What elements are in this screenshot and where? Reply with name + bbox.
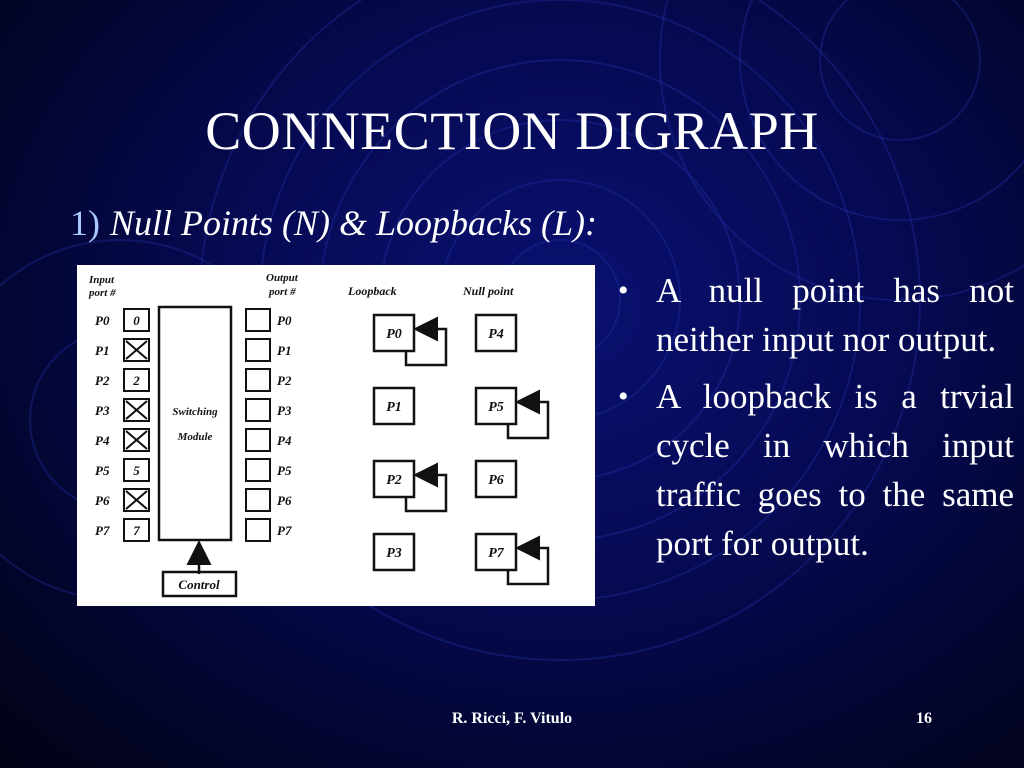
digraph-node-p0: P0 bbox=[372, 313, 448, 367]
digraph-node-p1: P1 bbox=[372, 386, 416, 426]
loopback-arrow bbox=[506, 535, 550, 586]
bullet-item-null-point: • A null point has not neither input nor … bbox=[614, 266, 1014, 364]
node-label: P4 bbox=[488, 327, 504, 342]
input-port-label: P6 bbox=[95, 493, 110, 508]
node-label: P7 bbox=[488, 546, 505, 561]
digraph-node-p5: P5 bbox=[474, 386, 550, 440]
node-label: P3 bbox=[386, 546, 402, 561]
cross-mark bbox=[125, 400, 148, 420]
output-port-box bbox=[245, 518, 271, 542]
loopback-arrow bbox=[506, 389, 550, 440]
node-box bbox=[474, 459, 518, 499]
node-label: P2 bbox=[386, 473, 402, 488]
output-port-label: P6 bbox=[277, 493, 292, 508]
section-subtitle: 1)Null Points (N) & Loopbacks (L): bbox=[70, 202, 597, 244]
output-port-box bbox=[245, 368, 271, 392]
input-port-box bbox=[123, 458, 150, 482]
digraph-node-p3: P3 bbox=[372, 532, 416, 572]
input-port-label: P5 bbox=[95, 463, 110, 478]
node-box bbox=[372, 532, 416, 572]
subtitle-number: 1) bbox=[70, 203, 100, 243]
input-port-box bbox=[123, 338, 150, 362]
output-port-label: P0 bbox=[277, 313, 292, 328]
output-port-box bbox=[245, 428, 271, 452]
input-header-2: port # bbox=[88, 287, 116, 299]
slide-title: CONNECTION DIGRAPH bbox=[205, 101, 819, 161]
input-port-label: P1 bbox=[95, 343, 109, 358]
output-port-box bbox=[245, 308, 271, 332]
input-port-label: P3 bbox=[95, 403, 110, 418]
input-port-box bbox=[123, 428, 150, 452]
input-port-label: P7 bbox=[95, 523, 110, 538]
digraph-node-p6: P6 bbox=[474, 459, 518, 499]
bullet-text: A null point has not neither input nor o… bbox=[656, 271, 1014, 359]
node-label: P0 bbox=[386, 327, 402, 342]
input-port-label: P4 bbox=[95, 433, 110, 448]
bullet-item-loopback: • A loopback is a trvial cycle in which i… bbox=[614, 372, 1014, 568]
input-port-number: 5 bbox=[133, 463, 140, 478]
input-port-label: P2 bbox=[95, 373, 110, 388]
output-port-label: P3 bbox=[277, 403, 292, 418]
loopback-header: Loopback bbox=[347, 284, 397, 298]
input-port-box bbox=[123, 518, 150, 542]
output-port-box bbox=[245, 338, 271, 362]
digraph-node-p2: P2 bbox=[372, 459, 448, 513]
input-port-box bbox=[123, 368, 150, 392]
output-port-label: P5 bbox=[277, 463, 292, 478]
output-header-1: Output bbox=[266, 272, 299, 284]
output-port-label: P2 bbox=[277, 373, 292, 388]
node-box bbox=[474, 313, 518, 353]
control-label: Control bbox=[178, 577, 220, 592]
output-port-label: P1 bbox=[277, 343, 291, 358]
diagram-svg: Input port # Output port # Loopback Null… bbox=[88, 272, 550, 598]
subtitle-text: Null Points (N) & Loopbacks (L): bbox=[110, 203, 597, 243]
cross-mark bbox=[125, 340, 148, 360]
node-box bbox=[372, 459, 416, 499]
bullet-dot-icon: • bbox=[618, 380, 629, 413]
switching-module-box bbox=[157, 305, 233, 542]
cross-mark bbox=[125, 490, 148, 510]
bullet-dot-icon: • bbox=[618, 274, 629, 307]
control-box bbox=[161, 570, 238, 598]
bullet-text: A loopback is a trvial cycle in which in… bbox=[656, 377, 1014, 563]
loopback-arrow bbox=[404, 462, 448, 513]
output-port-label: P4 bbox=[277, 433, 292, 448]
node-label: P6 bbox=[488, 473, 504, 488]
input-port-label: P0 bbox=[95, 313, 110, 328]
node-label: P1 bbox=[386, 400, 402, 415]
output-port-box bbox=[245, 458, 271, 482]
footer-author: R. Ricci, F. Vitulo bbox=[451, 710, 573, 727]
output-port-label: P7 bbox=[277, 523, 292, 538]
node-label: P5 bbox=[488, 400, 504, 415]
page-number: 16 bbox=[916, 710, 932, 727]
output-port-box bbox=[245, 488, 271, 512]
node-box bbox=[474, 532, 518, 572]
input-port-number: 0 bbox=[133, 313, 140, 328]
node-box bbox=[372, 313, 416, 353]
cross-mark bbox=[125, 430, 148, 450]
output-header-2: port # bbox=[268, 286, 296, 298]
digraph-node-p7: P7 bbox=[474, 532, 550, 586]
connection-diagram-figure: Input port # Output port # Loopback Null… bbox=[77, 265, 595, 606]
input-port-number: 2 bbox=[132, 373, 140, 388]
node-box bbox=[474, 386, 518, 426]
input-port-box bbox=[123, 398, 150, 422]
loopback-arrow bbox=[404, 316, 448, 367]
input-port-box bbox=[123, 488, 150, 512]
output-port-box bbox=[245, 398, 271, 422]
input-port-box bbox=[123, 308, 150, 332]
bullet-list: • A null point has not neither input nor … bbox=[614, 266, 1014, 576]
node-box bbox=[372, 386, 416, 426]
switching-module-label-2: Module bbox=[177, 431, 213, 443]
digraph-node-p4: P4 bbox=[474, 313, 518, 353]
nullpoint-header: Null point bbox=[462, 284, 514, 298]
switching-module-label-1: Switching bbox=[172, 406, 218, 418]
input-header-1: Input bbox=[88, 274, 115, 286]
input-port-number: 7 bbox=[133, 523, 140, 538]
